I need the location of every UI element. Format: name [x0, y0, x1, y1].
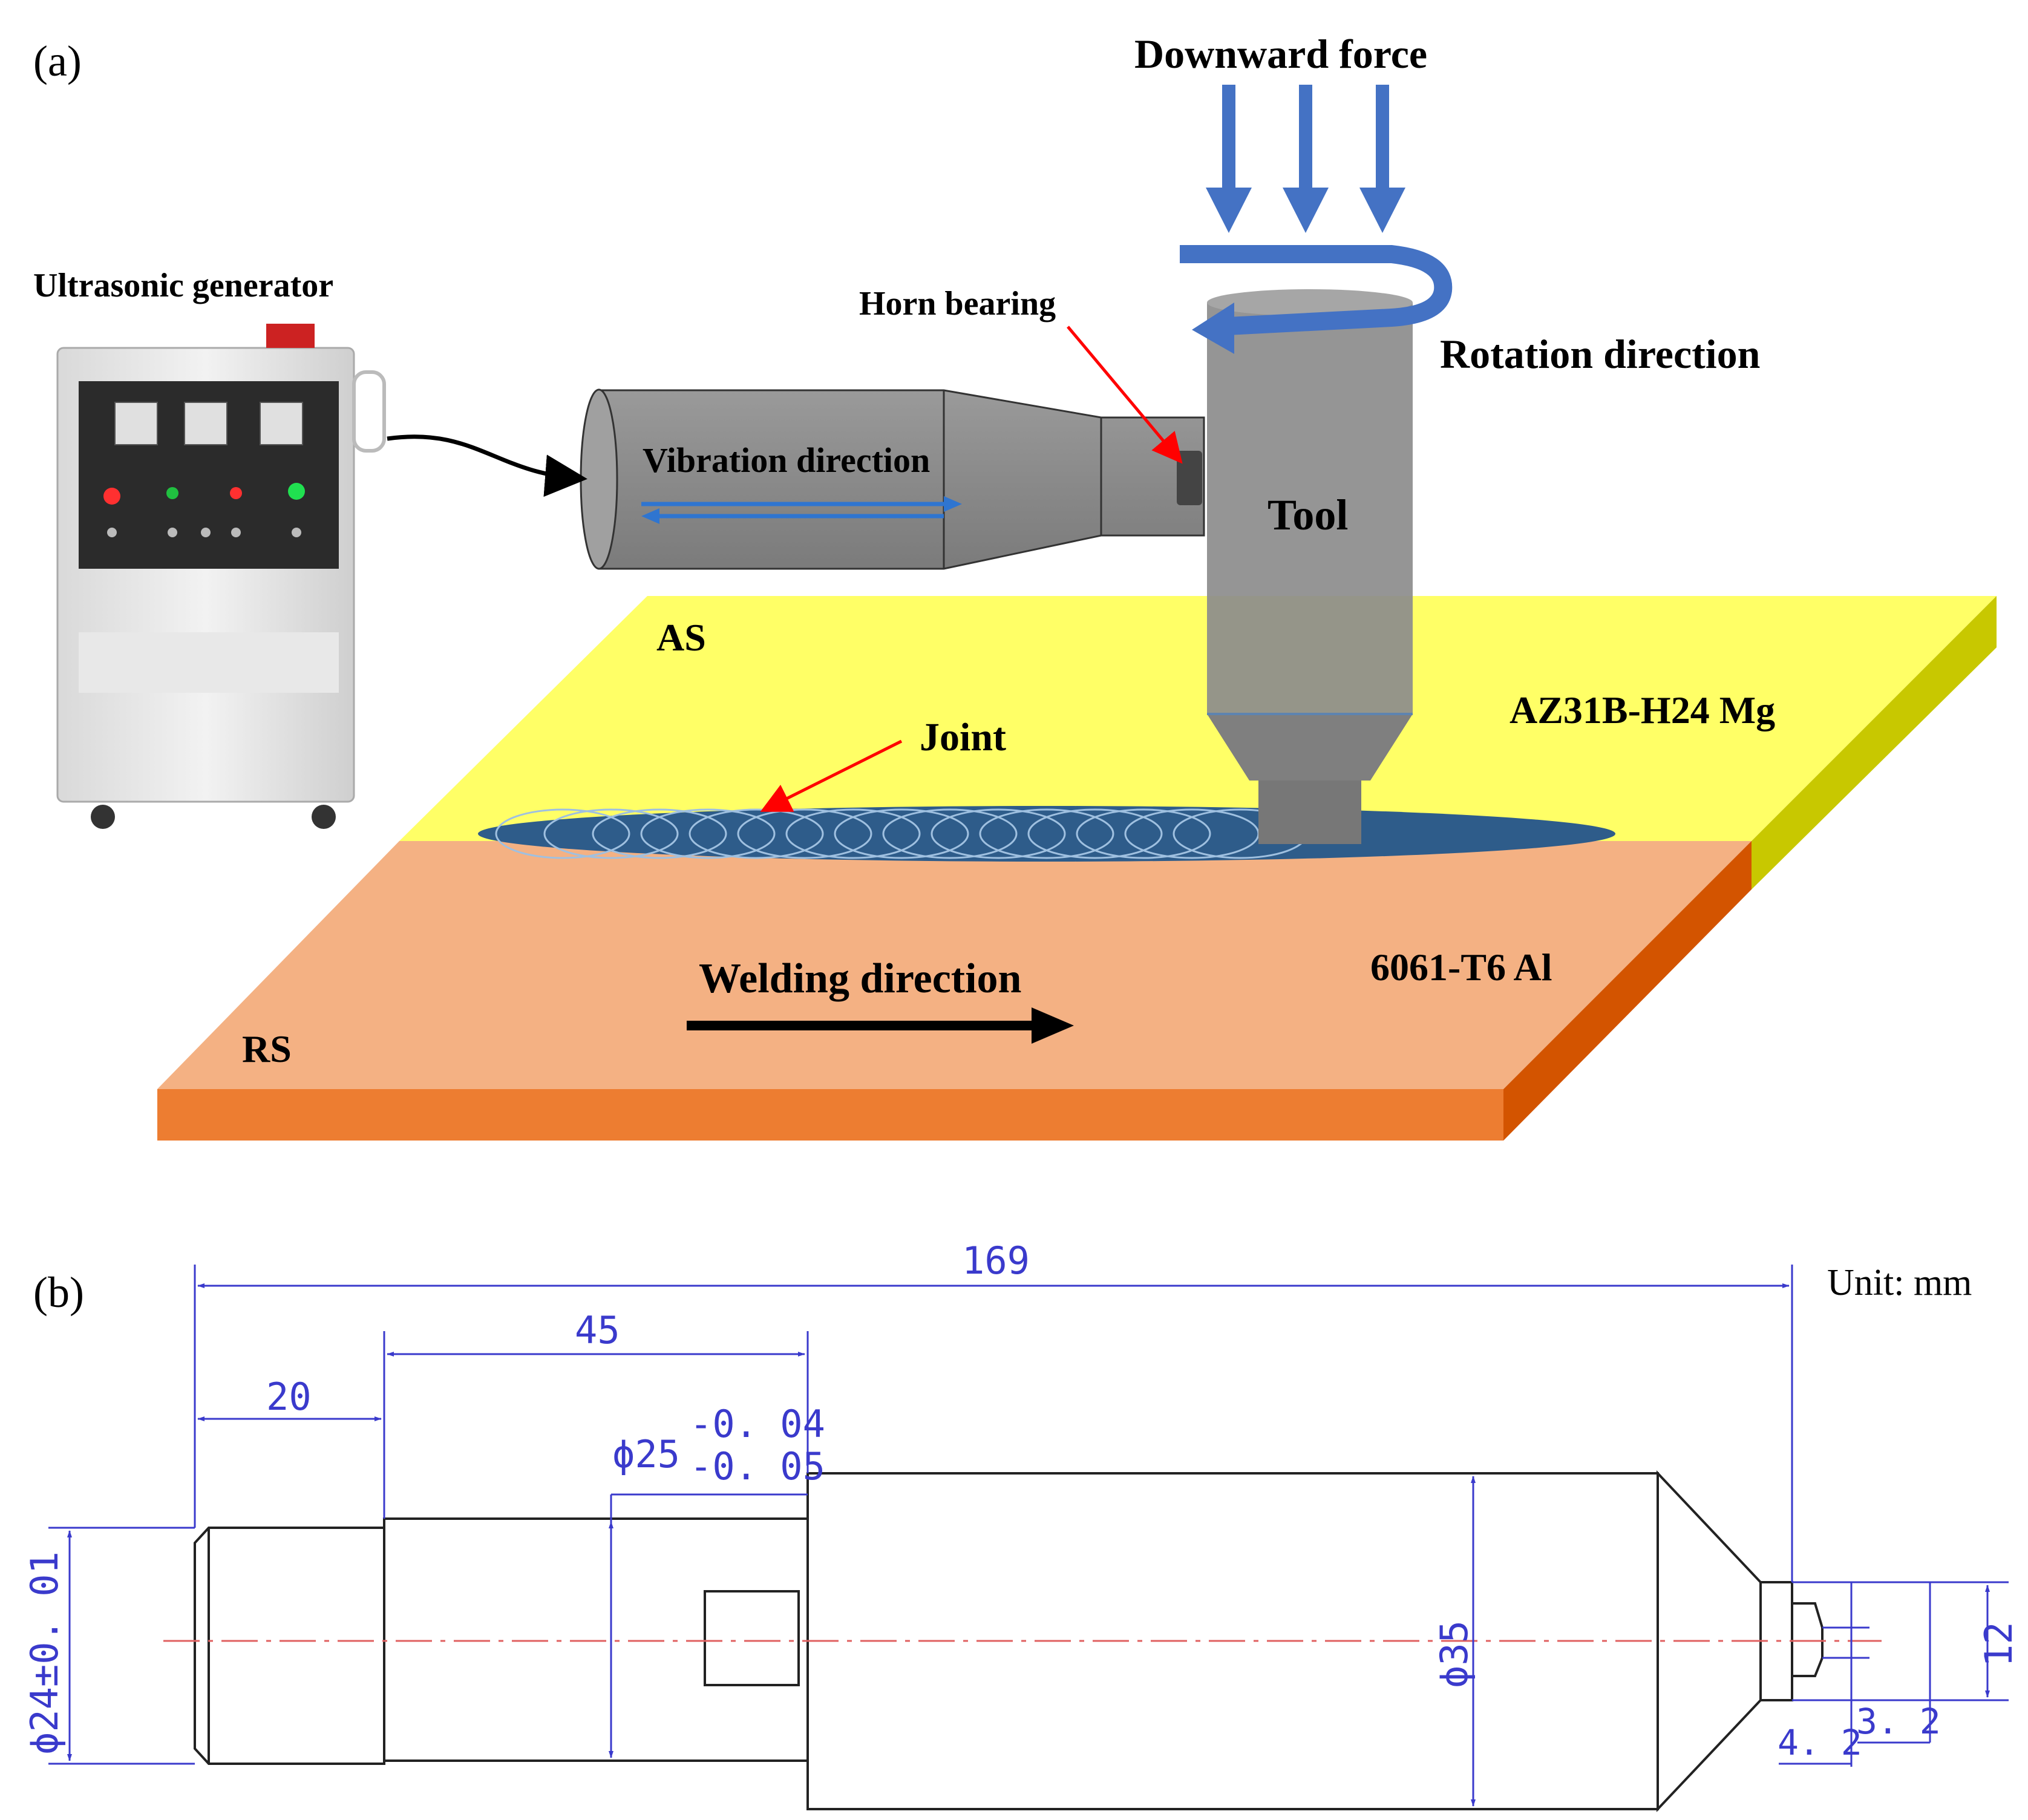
mg-label: AZ31B-H24 Mg	[1510, 689, 1775, 732]
mg-plate-top	[399, 596, 1997, 841]
dim-total: 169	[962, 1239, 1030, 1283]
welding-label: Welding direction	[699, 955, 1021, 1002]
al-plate-front	[157, 1089, 1503, 1141]
downward-force-arrows	[1206, 85, 1405, 233]
rotation-label: Rotation direction	[1440, 331, 1761, 377]
dim-45: 45	[575, 1308, 620, 1352]
dim-phi35: ϕ35	[1432, 1620, 1476, 1688]
horn-bearing-pointer	[1067, 326, 1183, 464]
tool-label: Tool	[1268, 491, 1348, 539]
rs-label: RS	[242, 1027, 292, 1070]
dim-phi24: ϕ24±0. 01	[22, 1551, 67, 1755]
panel-a-label: (a)	[33, 37, 82, 85]
vibration-arrows	[641, 496, 962, 524]
dim-phi25: ϕ25	[612, 1432, 680, 1476]
dimension-lines	[48, 1265, 2009, 1807]
panel-b-label: (b)	[33, 1268, 84, 1317]
al-label: 6061-T6 Al	[1370, 946, 1552, 989]
dim-12: 12	[1977, 1622, 2021, 1667]
dim-20: 20	[266, 1375, 312, 1419]
mg-plate-side	[1752, 596, 1997, 889]
joint-label: Joint	[920, 715, 1006, 759]
generator-cable	[387, 434, 587, 497]
ultrasonic-horn	[580, 388, 1205, 570]
dim-tol-lower: -0. 05	[690, 1444, 825, 1488]
dim-4-2: 4. 2	[1778, 1722, 1862, 1763]
panel-a: (a)	[33, 31, 1997, 1141]
welding-direction-arrow	[687, 1007, 1074, 1044]
panel-b: (b) Unit: mm	[22, 1239, 2021, 1813]
vibration-label: Vibration direction	[643, 440, 930, 480]
al-plate-side	[1503, 841, 1752, 1141]
generator-label: Ultrasonic generator	[33, 267, 333, 304]
dim-3-2: 3. 2	[1856, 1701, 1941, 1742]
horn-bearing-label: Horn bearing	[859, 285, 1056, 322]
weld-joint	[478, 806, 1615, 862]
downward-force-label: Downward force	[1134, 31, 1427, 77]
tool	[1207, 289, 1413, 844]
dim-tol-upper: -0. 04	[690, 1402, 825, 1446]
al-plate-top	[157, 841, 1752, 1089]
unit-label: Unit: mm	[1827, 1262, 1972, 1303]
ultrasonic-generator	[56, 324, 386, 829]
as-label: AS	[656, 616, 706, 659]
rotation-arrow	[1180, 245, 1453, 354]
joint-pointer	[760, 739, 903, 812]
